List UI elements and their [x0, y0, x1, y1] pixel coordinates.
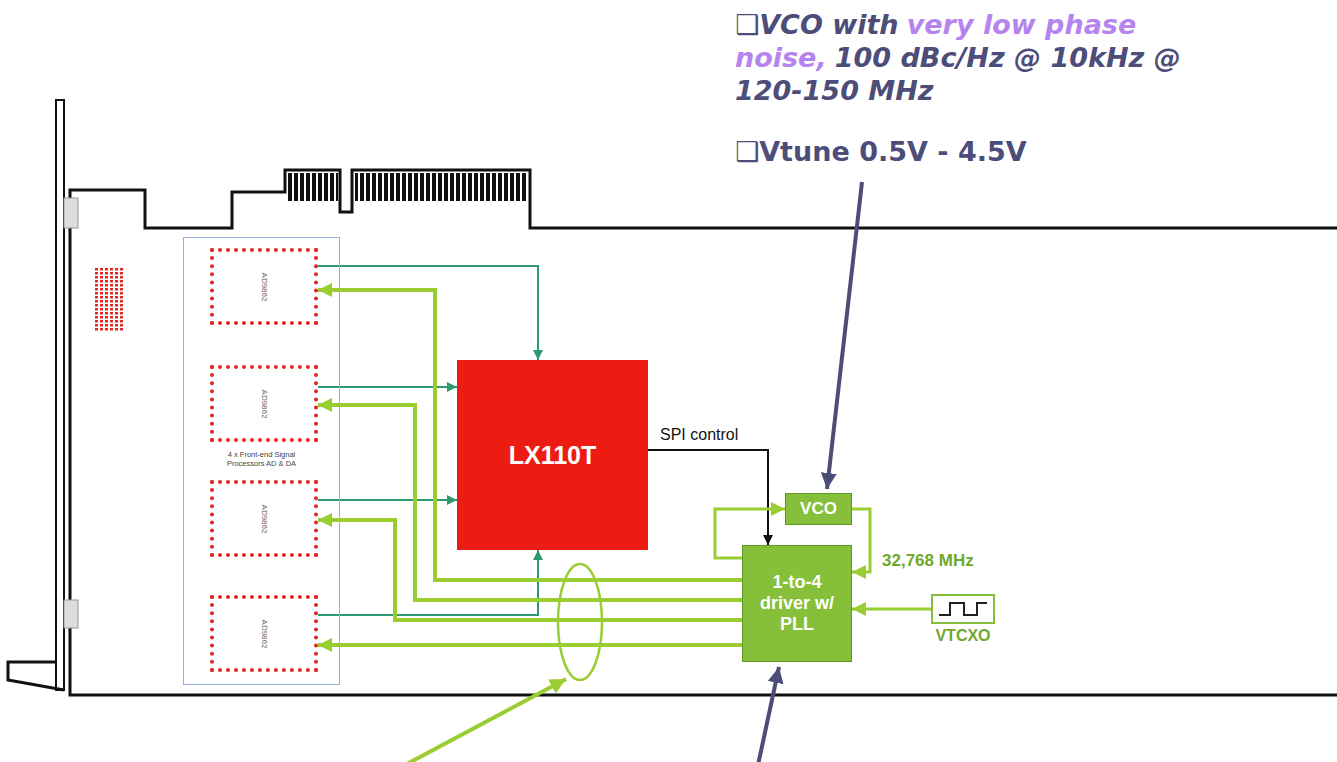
connector [318, 643, 742, 647]
bracket-tab [64, 600, 78, 628]
bracket-foot [8, 662, 64, 690]
callout-arrow [405, 679, 566, 762]
node-label: LX110T [509, 441, 597, 470]
callout-text: ❑VCO withvery low phase noise,100 dBc/Hz… [735, 8, 1230, 107]
node-label: 1-to-4 driver w/ PLL [749, 572, 845, 635]
node-label: VTCXO [935, 627, 990, 645]
connector-symbol [95, 268, 125, 332]
node-label: VCO [800, 499, 837, 519]
oscillator: VTCXO [931, 594, 995, 645]
chip-group: 4 x Front-end Signal Processors AD & DA A… [183, 237, 340, 685]
connector [318, 550, 538, 615]
connector [318, 290, 742, 580]
converter-chip: AD9862 [210, 595, 318, 672]
square-wave-symbol [933, 596, 993, 622]
node-label: AD9862 [260, 272, 269, 301]
vco-box: VCO [785, 493, 852, 525]
pll-driver-box: 1-to-4 driver w/ PLL [742, 545, 852, 662]
callout-note: ❑VCO with [735, 9, 899, 40]
connector [852, 608, 931, 611]
bracket-tab [64, 198, 78, 228]
fpga-chip: LX110T [457, 360, 648, 550]
callout-note: ❑Vtune 0.5V - 4.5V [735, 136, 1027, 167]
converter-chip: AD9862 [210, 480, 318, 557]
frequency-label: 32,768 MHz [882, 551, 974, 571]
connector [648, 450, 768, 545]
node-label: AD9862 [260, 619, 269, 648]
callout-arrow [827, 182, 862, 489]
callout-arrow [758, 667, 779, 762]
converter-chip: AD9862 [210, 248, 318, 325]
oscillator-icon [931, 594, 995, 624]
node-label: AD9862 [260, 504, 269, 533]
group-caption: 4 x Front-end Signal Processors AD & DA [219, 450, 305, 468]
connector [852, 509, 870, 572]
converter-chip: AD9862 [210, 365, 318, 442]
edge-label: SPI control [658, 426, 740, 444]
edge-fingers [288, 173, 338, 201]
connector [318, 266, 538, 360]
bracket [56, 100, 64, 690]
edge-fingers [355, 173, 527, 201]
square-wave [939, 603, 987, 615]
node-label: AD9862 [260, 389, 269, 418]
pcb-outline [70, 170, 1337, 695]
